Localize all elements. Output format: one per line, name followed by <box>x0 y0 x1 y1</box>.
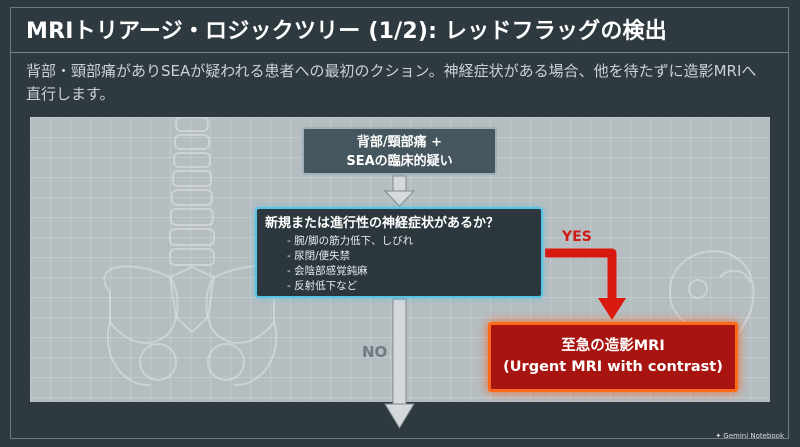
footer-brand-label: Gemini Notebook <box>723 432 784 440</box>
page-subtitle: 背部・頸部痛がありSEAが疑われる患者への最初のクション。神経症状がある場合、他… <box>26 62 757 103</box>
gemini-notebook-icon: ✦ <box>715 432 722 440</box>
spine-illustration <box>169 117 215 266</box>
start-node: 背部/頸部痛 + SEAの臨床的疑い <box>302 127 497 175</box>
start-node-line2: SEAの臨床的疑い <box>346 154 453 169</box>
symptom-item: 反射低下など <box>287 279 533 294</box>
footer-brand: ✦Gemini Notebook <box>715 432 784 440</box>
page-title: MRIトリアージ・ロジックツリー (1/2): レッドフラッグの検出 <box>26 19 667 44</box>
title-divider <box>11 52 788 53</box>
pelvis-illustration <box>103 265 281 387</box>
symptom-item: 会陰部感覚鈍麻 <box>287 264 533 279</box>
symptom-item: 腕/脚の筋力低下、しびれ <box>287 234 533 249</box>
urgent-mri-node: 至急の造影MRI (Urgent MRI with contrast) <box>488 322 738 392</box>
urgent-node-line2: (Urgent MRI with contrast) <box>503 359 723 375</box>
urgent-node-line1: 至急の造影MRI <box>561 338 665 354</box>
symptom-list: 腕/脚の筋力低下、しびれ 尿閉/便失禁 会陰部感覚鈍麻 反射低下など <box>265 234 533 294</box>
yes-label: YES <box>562 229 592 245</box>
anatomy-background-illustration <box>103 117 755 387</box>
symptom-item: 尿閉/便失禁 <box>287 249 533 264</box>
question-title: 新規または進行性の神経症状があるか？ <box>265 216 500 231</box>
arrow-no-path <box>384 298 415 429</box>
neuro-symptom-question-node: 新規または進行性の神経症状があるか？ 腕/脚の筋力低下、しびれ 尿閉/便失禁 会… <box>255 207 543 298</box>
start-node-line1: 背部/頸部痛 + <box>356 135 443 150</box>
arrow-yes-path <box>545 248 626 320</box>
slide-frame <box>10 7 789 439</box>
no-label: NO <box>362 343 388 361</box>
arrow-start-to-question <box>383 175 416 207</box>
